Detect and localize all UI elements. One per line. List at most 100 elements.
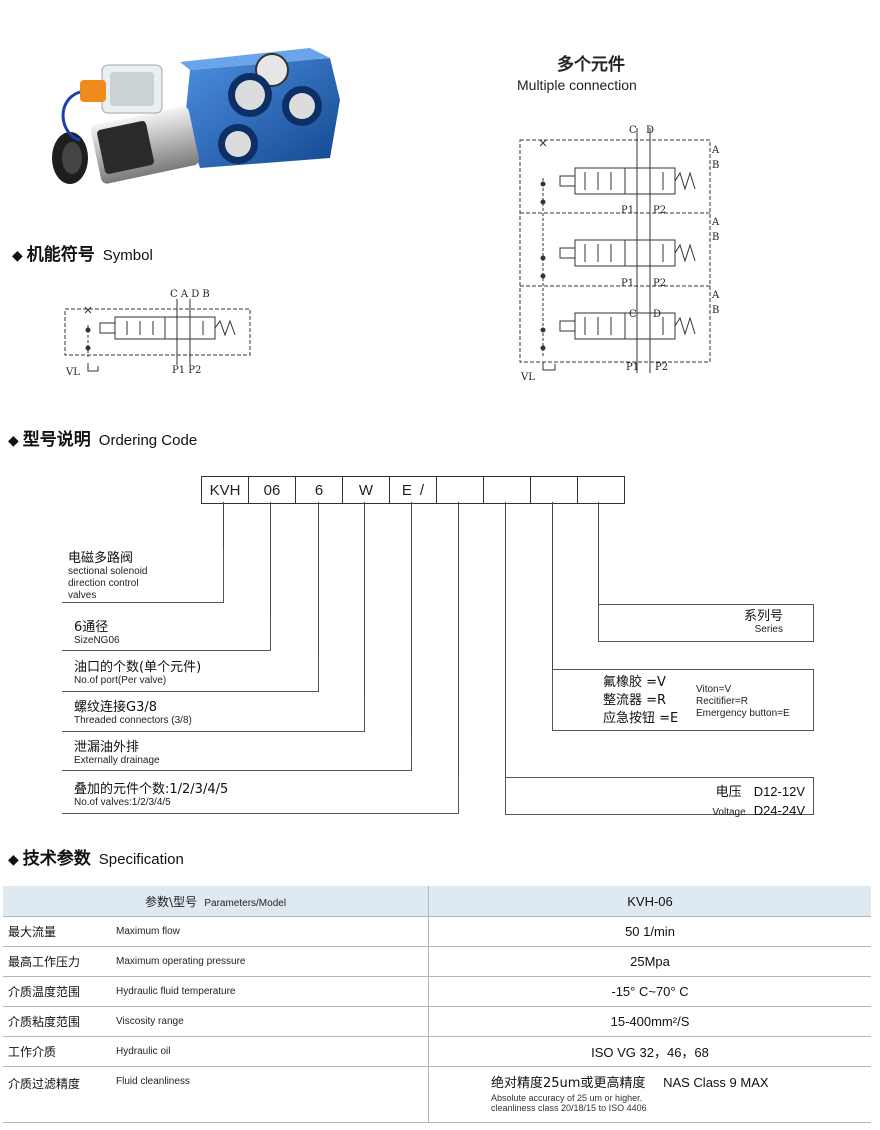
spec-value-cleanliness: 绝对精度25um或更高精度 NAS Class 9 MAX Absolute a… [428,1066,871,1123]
spec-header-row: 参数\型号 Parameters/Model KVH-06 [3,886,871,917]
desc-options-cn3: 应急按钮 =E [603,711,679,726]
connector-line [318,502,319,692]
multiple-title-en: Multiple connection [517,77,637,93]
code-cell-drain: E/ [389,476,437,504]
connector-line [598,502,599,640]
table-row: 介质温度范围 Hydraulic fluid temperature -15° … [3,976,871,1007]
spec-clean-nas: NAS Class 9 MAX [663,1075,769,1090]
multi-label-p2: P2 [655,362,668,373]
spec-param-cn: 工作介质 [3,1036,116,1067]
table-row: 最高工作压力 Maximum operating pressure 25Mpa [3,946,871,977]
multiple-title-cn: 多个元件 [557,55,625,75]
code-cell-drain-text: E [401,481,412,499]
code-cell-count [436,476,484,504]
desc-drain-cn: 泄漏油外排 [74,740,140,755]
desc-count-cn: 叠加的元件个数:1/2/3/4/5 [74,782,229,797]
multi-label-d: D [646,125,654,136]
desc-count-en: No.of valves:1/2/3/4/5 [74,797,171,808]
desc-thread-cn: 螺纹连接G3/8 [74,700,157,715]
spec-param-en: Hydraulic oil [116,1036,429,1067]
code-cell-size: 06 [248,476,296,504]
connector-line [364,502,365,730]
desc-box-thread: 螺纹连接G3/8 Threaded connectors (3/8) [62,697,365,732]
desc-voltage-v1: D12-12V [753,784,805,799]
multi-label-p2: P2 [653,278,666,289]
desc-drain-en: Externally drainage [74,755,160,766]
diamond-bullet-icon: ◆ [8,852,19,868]
symbol-diagram: C A D B P1 P2 VL [64,289,251,378]
desc-series-en: Series [754,624,783,635]
table-row: 介质粘度范围 Viscosity range 15-400mm²/S [3,1006,871,1037]
code-cell-thread: W [342,476,390,504]
desc-thread-en: Threaded connectors (3/8) [74,715,192,726]
desc-valve-cn: 电磁多路阀 [68,551,134,566]
desc-options-cn1: 氟橡胶 =V [603,675,666,690]
desc-ports-cn: 油口的个数(单个元件) [74,660,202,675]
symbol-label-vl: VL [65,367,80,378]
spec-header-left: 参数\型号 Parameters/Model [3,886,429,917]
desc-box-ports: 油口的个数(单个元件) No.of port(Per valve) [62,657,319,692]
spec-value: 25Mpa [428,946,871,977]
spec-param-en: Hydraulic fluid temperature [116,976,429,1007]
multi-label-p1: P1 [621,205,634,216]
desc-options-en1: Viton=V [696,684,732,695]
code-cell-model: KVH [201,476,249,504]
spec-clean-fine1: Absolute accuracy of 25 um or higher. [491,1093,643,1103]
spec-table: 参数\型号 Parameters/Model KVH-06 最大流量 Maxim… [3,886,871,1123]
diamond-bullet-icon: ◆ [8,433,19,449]
spec-value: 50 1/min [428,916,871,947]
multi-label-b: B [712,305,719,316]
symbol-label-cadb: C A D B [170,289,210,300]
multi-label-d: D [653,309,661,320]
spec-param-cn: 介质粘度范围 [3,1006,116,1037]
code-slash: / [419,481,425,499]
desc-valve-en1: sectional solenoid [68,566,148,577]
spec-value: 15-400mm²/S [428,1006,871,1037]
table-row: 工作介质 Hydraulic oil ISO VG 32，46，68 [3,1036,871,1067]
desc-size-en: SizeNG06 [74,635,120,646]
multi-label-a: A [711,217,720,228]
multi-label-b: B [712,160,719,171]
spec-param-en: Viscosity range [116,1006,429,1037]
diamond-bullet-icon: ◆ [12,248,23,264]
table-row: 介质过滤精度 Fluid cleanliness 绝对精度25um或更高精度 N… [3,1066,871,1123]
desc-ports-en: No.of port(Per valve) [74,675,167,686]
spec-param-cn: 介质过滤精度 [3,1066,116,1123]
connector-line [505,502,506,814]
multi-label-p2: P2 [653,205,666,216]
desc-box-size: 6通径 SizeNG06 [62,615,271,651]
multi-label-c: C [629,125,637,136]
multi-label-b: B [712,232,719,243]
symbol-label-p1p2: P1 P2 [172,365,201,376]
symbol-heading-en: Symbol [102,247,153,264]
connector-line [270,502,271,650]
spec-param-cn: 最高工作压力 [3,946,116,977]
multiple-connection-diagram: C D A B P1 P2 A B P1 P2 A B C D P1 P2 VL [519,125,720,383]
desc-options-en2: Recitifier=R [696,696,748,707]
connector-line [411,502,412,770]
desc-box-count: 叠加的元件个数:1/2/3/4/5 No.of valves:1/2/3/4/5 [62,777,459,814]
table-row: 最大流量 Maximum flow 50 1/min [3,916,871,947]
spec-param-en: Maximum operating pressure [116,946,429,977]
valve-product-image [52,48,340,184]
spec-param-cn: 介质温度范围 [3,976,116,1007]
ordering-heading-cn: 型号说明 [22,430,91,450]
ordering-heading-en: Ordering Code [98,432,198,449]
desc-box-options: 氟橡胶 =V 整流器 =R 应急按钮 =E Viton=V Recitifier… [552,669,814,731]
desc-valve-en3: valves [68,590,97,601]
spec-header-model: KVH-06 [428,886,871,917]
symbol-heading-cn: 机能符号 [26,245,95,265]
desc-options-cn2: 整流器 =R [603,693,667,708]
multi-label-p1: P1 [626,362,639,373]
desc-voltage-cn: 电压 [715,785,742,800]
spec-clean-cn: 绝对精度25um或更高精度 [491,1076,646,1091]
code-cell-options [530,476,578,504]
spec-param-en: Fluid cleanliness [116,1066,429,1123]
desc-box-series: 系列号 Series [598,604,814,642]
desc-box-drain: 泄漏油外排 Externally drainage [62,737,412,771]
desc-size-cn: 6通径 [74,620,109,635]
spec-value: ISO VG 32，46，68 [428,1036,871,1067]
desc-options-en3: Emergency button=E [696,708,790,719]
